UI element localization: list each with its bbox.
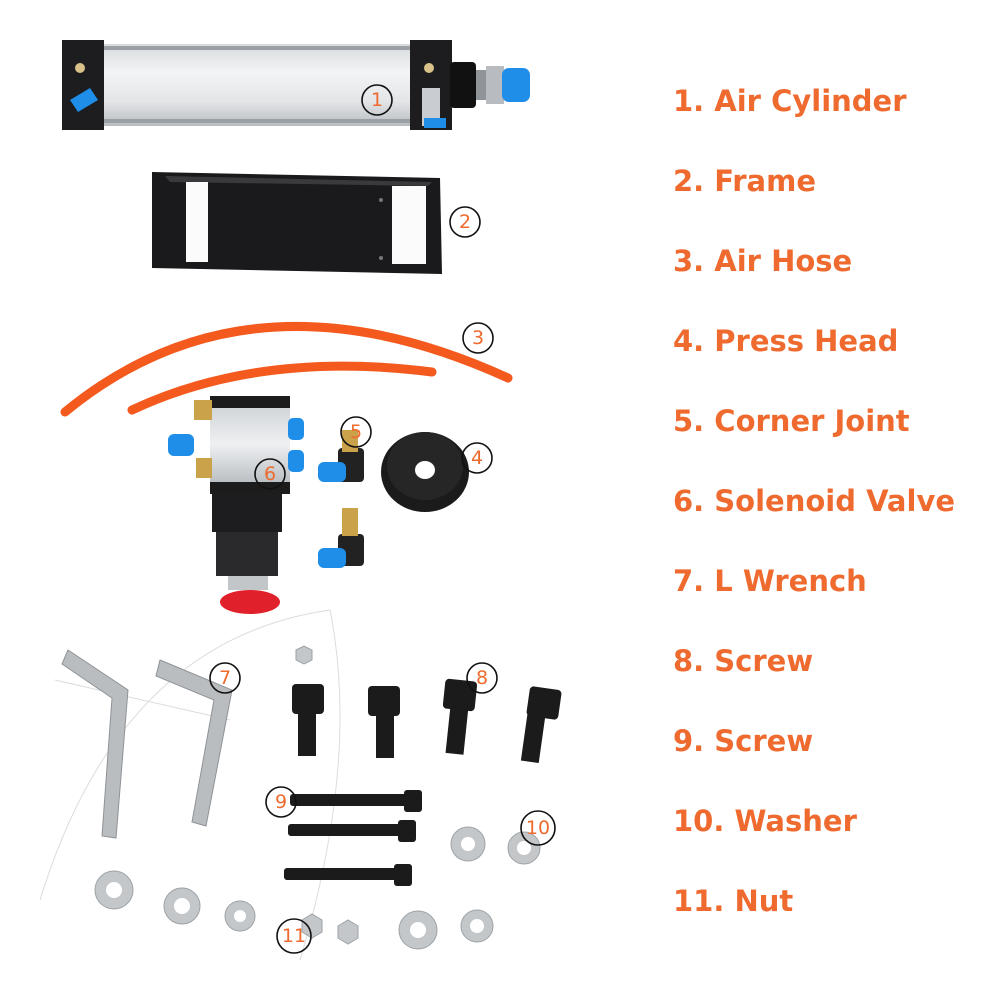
svg-text:9: 9 xyxy=(275,791,287,813)
parts-list-item: 5. Corner Joint xyxy=(673,404,910,438)
callout-7: 7 xyxy=(209,662,241,694)
parts-list-item: 1. Air Cylinder xyxy=(673,84,907,118)
callouts: 1 2 3 4 5 6 7 8 9 10 11 xyxy=(209,84,556,954)
callout-9: 9 xyxy=(265,786,297,818)
parts-list-item: 8. Screw xyxy=(673,644,814,678)
parts-list-item: 6. Solenoid Valve xyxy=(673,484,956,518)
air-cylinder xyxy=(62,40,530,130)
screw-cap xyxy=(292,678,562,764)
parts-list-item: 7. L Wrench xyxy=(673,564,867,598)
callout-11: 11 xyxy=(276,918,312,954)
nut xyxy=(295,645,359,945)
callout-3: 3 xyxy=(462,322,494,354)
parts-list-item: 10. Washer xyxy=(673,804,857,838)
corner-joint-2 xyxy=(318,508,364,568)
svg-text:6: 6 xyxy=(264,463,276,485)
parts-list-item: 2. Frame xyxy=(673,164,817,198)
svg-text:2: 2 xyxy=(459,211,471,233)
callout-8: 8 xyxy=(466,662,498,694)
callout-4: 4 xyxy=(461,442,493,474)
parts-list: 1. Air Cylinder 2. Frame 3. Air Hose 4. … xyxy=(673,78,955,958)
svg-text:11: 11 xyxy=(282,925,306,947)
solenoid-valve xyxy=(168,396,304,614)
callout-10: 10 xyxy=(520,810,556,846)
air-hose xyxy=(60,321,513,417)
svg-text:1: 1 xyxy=(371,89,383,111)
frame xyxy=(152,172,442,274)
svg-text:5: 5 xyxy=(350,421,362,443)
parts-list-item: 3. Air Hose xyxy=(673,244,853,278)
callout-1: 1 xyxy=(361,84,393,116)
washer-holes xyxy=(106,837,531,938)
callout-5: 5 xyxy=(340,416,372,448)
corner-joint xyxy=(318,430,364,482)
svg-text:7: 7 xyxy=(219,667,231,689)
screw-long xyxy=(284,790,422,886)
parts-list-item: 4. Press Head xyxy=(673,324,899,358)
svg-text:8: 8 xyxy=(476,667,488,689)
svg-text:3: 3 xyxy=(472,327,484,349)
callout-6: 6 xyxy=(254,458,286,490)
parts-list-item: 11. Nut xyxy=(673,884,794,918)
l-wrench xyxy=(61,649,233,839)
callout-2: 2 xyxy=(449,206,481,238)
parts-list-item: 9. Screw xyxy=(673,724,814,758)
svg-text:10: 10 xyxy=(526,817,550,839)
svg-text:4: 4 xyxy=(471,447,483,469)
press-head xyxy=(381,432,469,512)
